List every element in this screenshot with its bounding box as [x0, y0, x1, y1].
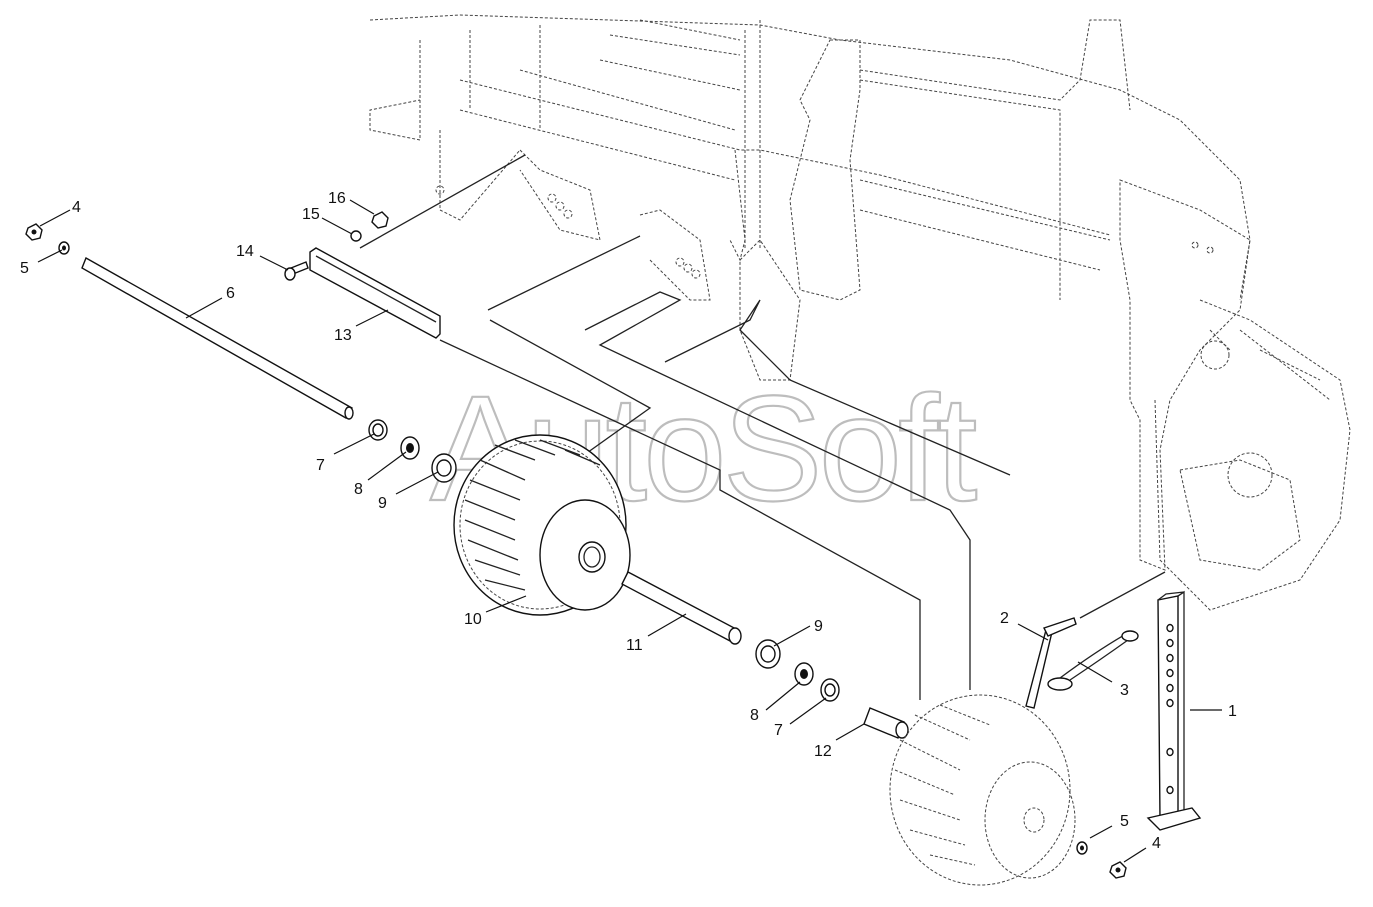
callout-12: 12: [814, 743, 832, 760]
lynch-clip-3: [1047, 630, 1139, 691]
callout-3: 3: [1120, 682, 1129, 699]
callout-7-left: 7: [316, 457, 325, 474]
mounting-bracket: [309, 247, 441, 339]
lock-pin-2: [1025, 617, 1077, 709]
spacer-ring-7-right: [820, 678, 840, 702]
callout-5-top: 5: [20, 260, 29, 277]
callout-4-top: 4: [72, 199, 81, 216]
bearing-9-left: [431, 453, 457, 483]
leader-lines: [37, 199, 1222, 863]
callout-11: 11: [626, 637, 643, 654]
washer-top-left: [58, 241, 70, 255]
axle-sleeve-11: [621, 571, 742, 645]
washer-15: [350, 230, 362, 242]
callout-labels: 1 2 3 4 4 5 5 6 7 7 8 8 9 9 10 11 12 13 …: [20, 190, 1237, 852]
callout-9-left: 9: [378, 495, 387, 512]
callout-1: 1: [1228, 703, 1237, 720]
nut-top-left: [25, 223, 43, 241]
callout-9-right: 9: [814, 618, 823, 635]
bushing-12: [863, 707, 909, 739]
callout-6: 6: [226, 285, 235, 302]
bearing-9-right: [755, 639, 781, 669]
bolt: [284, 261, 309, 281]
washer-8-right: [794, 662, 814, 686]
callout-15: 15: [302, 206, 320, 223]
callout-5-bottom: 5: [1120, 813, 1129, 830]
callout-7-right: 7: [774, 722, 783, 739]
assembly-lines: [359, 154, 1166, 700]
callout-14: 14: [236, 243, 254, 260]
callout-8-left: 8: [354, 481, 363, 498]
spacer-ring-7-left: [368, 419, 388, 441]
axle-rod: [81, 256, 354, 420]
washer-bottom-right: [1076, 841, 1088, 855]
callout-16: 16: [328, 190, 346, 207]
wheel-10: [453, 434, 631, 616]
callout-8-right: 8: [750, 707, 759, 724]
washer-8-left: [400, 436, 420, 460]
callout-10: 10: [464, 611, 482, 628]
jack-stand-1: [1146, 590, 1202, 831]
wheel-second: [889, 694, 1076, 886]
callout-4-bottom: 4: [1152, 835, 1161, 852]
callout-13: 13: [334, 327, 352, 344]
nut-16: [371, 211, 389, 229]
nut-bottom-right: [1109, 861, 1127, 879]
callout-2: 2: [1000, 610, 1009, 627]
